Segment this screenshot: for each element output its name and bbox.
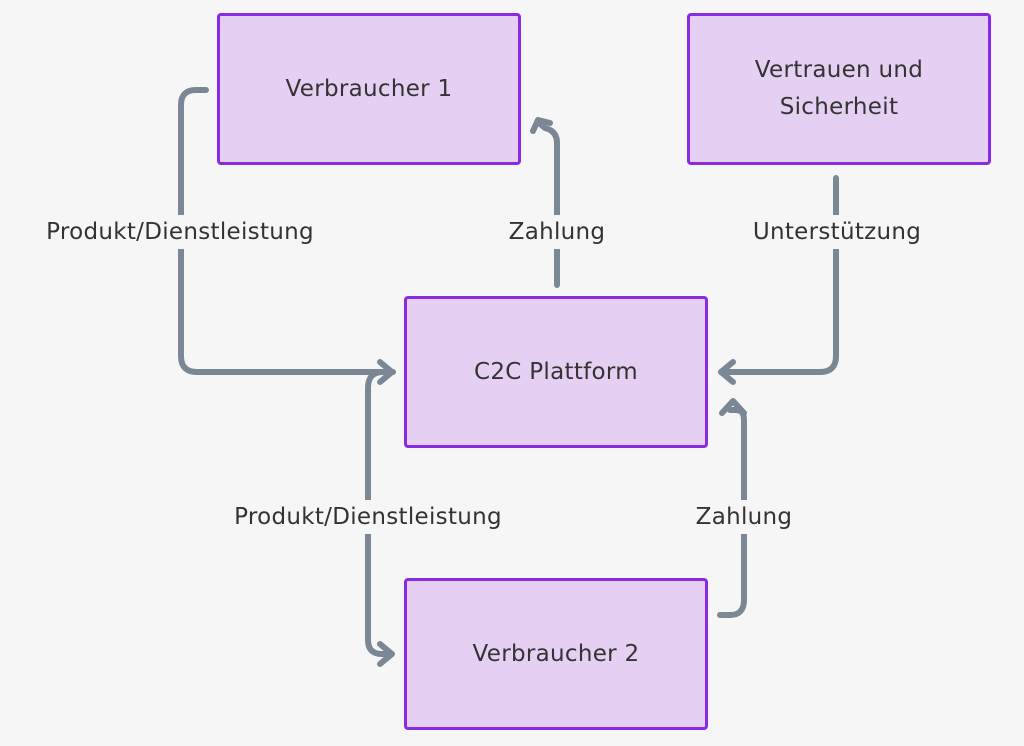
edge-label-platform-to-v2: Produkt/Dienstleistung (226, 500, 510, 534)
arrowhead-trust-to-platform (718, 359, 736, 385)
node-vertrauen-label-line-2: Sicherheit (779, 94, 899, 120)
edge-platform-to-v1 (535, 119, 560, 288)
arrowhead-platform-to-v2 (377, 641, 395, 667)
edge-label-v2-to-platform: Zahlung (687, 500, 801, 534)
node-vertrauen-und-sicherheit[interactable]: Vertrauen und Sicherheit (687, 13, 991, 165)
node-c2c-plattform[interactable]: C2C Plattform (404, 296, 708, 448)
node-verbraucher-2[interactable]: Verbraucher 2 (404, 578, 708, 730)
node-vertrauen-label-line-1: Vertrauen und (754, 57, 924, 83)
edge-label-trust-to-platform: Unterstützung (744, 215, 930, 249)
node-verbraucher-1[interactable]: Verbraucher 1 (217, 13, 521, 165)
arrowhead-platform-to-v1 (530, 117, 553, 134)
edge-label-v1-to-platform: Produkt/Dienstleistung (38, 215, 322, 249)
edge-label-platform-to-v1: Zahlung (500, 215, 614, 249)
arrowhead-v2-to-platform (719, 398, 747, 416)
node-c2c-plattform-label: C2C Plattform (474, 358, 638, 385)
edge-trust-to-platform (719, 175, 839, 375)
node-verbraucher-2-label: Verbraucher 2 (472, 640, 640, 667)
node-verbraucher-1-label: Verbraucher 1 (285, 75, 453, 102)
